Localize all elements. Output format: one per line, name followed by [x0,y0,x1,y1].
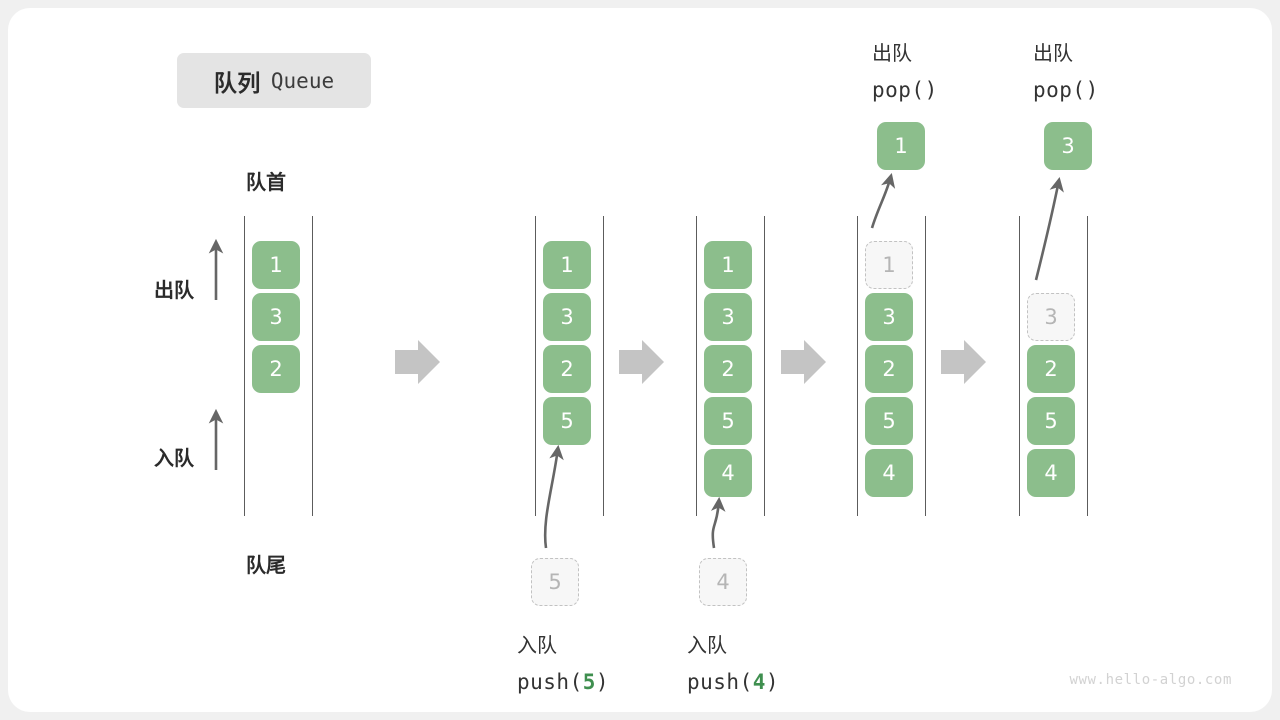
queue-rail-left [857,216,858,516]
queue-cell: 3 [252,293,300,341]
incoming-ghost-cell: 5 [531,558,579,606]
queue-rail-left [1019,216,1020,516]
push-4-caption-code: push(4) [687,670,780,694]
queue-cell: 4 [865,449,913,497]
queue-cell: 2 [865,345,913,393]
push-5-caption: 入队 push(5) [517,628,609,700]
title-label-en: Queue [270,68,335,93]
queue-tail-label: 队尾 [246,555,286,577]
queue-cell: 5 [704,397,752,445]
push-5-caption-code: push(5) [517,670,610,694]
push-5-caption-cn: 入队 [517,635,557,657]
push-4-caption: 入队 push(4) [687,628,779,700]
queue-column-state-pop-3: 3 2 5 4 [1019,216,1089,516]
queue-rail-right [603,216,604,516]
pop-3-caption-code: pop() [1033,78,1099,102]
queue-cell: 5 [1027,397,1075,445]
queue-cell: 5 [865,397,913,445]
pop-1-caption-cn: 出队 [872,43,912,65]
popped-cell: 3 [1044,122,1092,170]
queue-column-state-push-5: 1 3 2 5 [535,216,605,516]
incoming-ghost-cell: 4 [699,558,747,606]
push-4-caption-cn: 入队 [687,635,727,657]
queue-cell: 1 [543,241,591,289]
queue-rail-left [696,216,697,516]
queue-rail-left [535,216,536,516]
queue-cell: 2 [1027,345,1075,393]
queue-cell: 1 [704,241,752,289]
queue-rail-right [312,216,313,516]
queue-rail-right [1087,216,1088,516]
enqueue-direction-label: 入队 [154,448,194,470]
pop-1-caption: 出队 pop() [872,36,938,108]
queue-column-state-initial: 1 3 2 [244,216,314,516]
diagram-title: 队列 Queue [177,53,371,108]
queue-cell: 2 [252,345,300,393]
queue-column-state-pop-1: 1 3 2 5 4 [857,216,927,516]
queue-cell-ghost: 3 [1027,293,1075,341]
queue-rail-right [925,216,926,516]
pop-3-caption-cn: 出队 [1033,43,1073,65]
queue-column-state-push-4: 1 3 2 5 4 [696,216,766,516]
queue-cell-ghost: 1 [865,241,913,289]
queue-cell: 3 [543,293,591,341]
queue-cell: 4 [704,449,752,497]
queue-cell: 4 [1027,449,1075,497]
pop-3-caption: 出队 pop() [1033,36,1099,108]
queue-cell: 3 [865,293,913,341]
dequeue-direction-label: 出队 [154,280,194,302]
queue-cell: 2 [543,345,591,393]
site-watermark: www.hello-algo.com [1069,672,1232,688]
queue-cell: 3 [704,293,752,341]
queue-cell: 2 [704,345,752,393]
queue-cell: 1 [252,241,300,289]
queue-rail-right [764,216,765,516]
queue-cell: 5 [543,397,591,445]
queue-head-label: 队首 [246,172,286,194]
title-label-cn: 队列 [213,69,261,96]
pop-1-caption-code: pop() [872,78,938,102]
queue-rail-left [244,216,245,516]
diagram-card: 队列 Queue 队首 队尾 出队 入队 1 3 2 1 3 2 5 5 入队 [8,8,1272,712]
popped-cell: 1 [877,122,925,170]
